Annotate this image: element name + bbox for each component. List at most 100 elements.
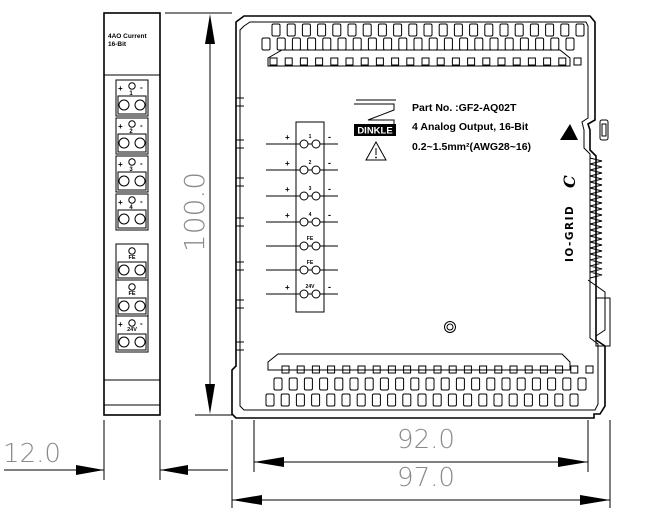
side-terminal-group-upper: 1+-2+-3+-4+- [115, 79, 149, 231]
side-minus-sign: - [140, 83, 143, 92]
total-width-value: 97.0 [397, 463, 455, 493]
vent-slot [547, 377, 557, 391]
terminal-hole-left [299, 265, 309, 275]
side-terminal-release-icon [128, 319, 136, 327]
terminal-hole-left [299, 165, 309, 175]
vent-slot [447, 393, 457, 407]
terminal-hole-right [311, 289, 321, 299]
vent-slot [280, 393, 290, 407]
side-terminal-block [115, 155, 149, 193]
side-channel-mark: 2 [129, 129, 133, 135]
vent-hole [345, 57, 354, 66]
terminal-hole-left [299, 139, 309, 149]
vent-slot [501, 377, 511, 391]
vent-slot [332, 23, 342, 37]
side-terminal-socket [117, 209, 147, 229]
vent-hole [315, 57, 324, 66]
dimension-height: 100.0 [165, 12, 232, 416]
vent-slot [349, 377, 359, 391]
module-description: 4 Analog Output, 16-Bit [412, 121, 529, 133]
side-terminal-hole-right [134, 175, 146, 187]
body-width-arrow-right [558, 457, 588, 467]
vent-slot [341, 393, 351, 407]
height-arrow-bottom [205, 384, 215, 414]
vent-slot [455, 377, 465, 391]
side-width-arrow-right [160, 465, 188, 475]
vent-slot [301, 23, 311, 37]
vent-slot [508, 393, 518, 407]
side-terminal-block [115, 79, 149, 117]
side-terminal-socket [117, 95, 147, 115]
vent-slot [291, 37, 301, 51]
vent-hole [330, 57, 339, 66]
vent-slot [432, 393, 442, 407]
side-lower-mark: FE [128, 255, 135, 261]
side-terminal-hole-left [118, 137, 130, 149]
side-terminal-block [115, 117, 149, 155]
side-terminal-socket [117, 261, 147, 279]
vent-hole [375, 57, 384, 66]
side-plus-sign: + [118, 84, 123, 93]
side-terminal-hole-left [118, 99, 130, 111]
vent-slot [471, 377, 481, 391]
terminal-minus-sign: - [328, 158, 331, 168]
vent-slot [554, 393, 564, 407]
vent-hole [451, 57, 460, 66]
vent-slot [295, 393, 305, 407]
side-terminal-hole-left [118, 175, 130, 187]
vent-hole [527, 57, 536, 66]
vent-slot [478, 393, 488, 407]
terminal-plus-sign: + [285, 159, 290, 168]
height-arrow-top [205, 14, 215, 44]
vent-slot [539, 393, 549, 407]
side-plus-sign: + [118, 198, 123, 207]
vent-slot [319, 377, 329, 391]
io-grid-logo: IO-GRID C [560, 175, 579, 262]
side-terminal-hole-left [118, 213, 130, 225]
side-terminal-hole-right [134, 213, 146, 225]
side-width-value: 12.0 [3, 439, 61, 469]
vent-hole [421, 57, 430, 66]
terminal-plus-sign: + [285, 185, 290, 194]
side-terminal-hole-right [134, 300, 146, 312]
vent-bracket-bottom [267, 353, 571, 371]
side-terminal-socket [117, 297, 147, 315]
vent-hole [570, 365, 579, 374]
vent-slot [362, 23, 372, 37]
vent-hole [497, 57, 506, 66]
vent-hole [391, 57, 400, 66]
vent-slot [334, 377, 344, 391]
vent-grid-bottom [265, 365, 594, 407]
vent-slot [337, 37, 347, 51]
side-plus-sign: + [118, 122, 123, 131]
vent-slot [440, 377, 450, 391]
terminal-mark: FE [307, 260, 314, 266]
vent-slot [423, 23, 433, 37]
vent-slot [425, 377, 435, 391]
terminal-hole-right [311, 241, 321, 251]
side-terminal-release-icon [128, 82, 136, 90]
release-latch-slot [601, 123, 607, 137]
vent-slot [322, 37, 332, 51]
terminal-hole-left [299, 217, 309, 227]
vent-slot [550, 37, 560, 51]
terminal-mark: 3 [309, 186, 312, 192]
vent-hole [284, 57, 293, 66]
front-inner-outline [239, 21, 599, 411]
io-grid-logo-text: IO-GRID [564, 205, 576, 262]
vent-hole [436, 57, 445, 66]
terminal-plus-sign: + [285, 133, 290, 142]
side-minus-sign: - [140, 121, 143, 130]
orientation-arrow-icon [560, 124, 578, 140]
side-terminal-socket [117, 133, 147, 153]
vent-slot [562, 377, 572, 391]
vent-hole [269, 57, 278, 66]
vent-slot [395, 377, 405, 391]
vent-hole [543, 57, 552, 66]
terminal-plus-sign: + [285, 211, 290, 220]
terminal-minus-sign: - [328, 184, 331, 194]
vent-slot [443, 37, 453, 51]
vent-hole [512, 57, 521, 66]
vent-slot [393, 23, 403, 37]
side-plus-sign: + [118, 320, 123, 329]
